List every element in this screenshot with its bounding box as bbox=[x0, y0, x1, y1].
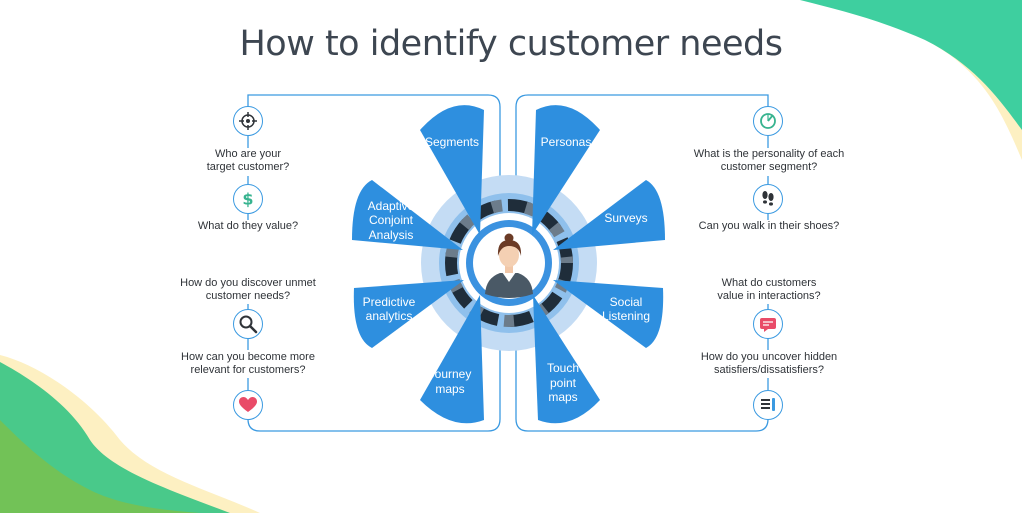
petal-touch bbox=[533, 295, 600, 424]
petal-label-predictive-1: Predictive bbox=[363, 295, 416, 309]
question-relevant-line1: How can you become more bbox=[181, 351, 315, 363]
petal-segments bbox=[420, 105, 484, 235]
question-target-line2: target customer? bbox=[206, 161, 290, 173]
petal-label-touch-1: Touch bbox=[547, 361, 579, 375]
footprints-icon bbox=[753, 184, 783, 214]
question-hidden-line2: satisfiers/dissatisfiers? bbox=[713, 364, 825, 376]
page-title: How to identify customer needs bbox=[239, 24, 783, 64]
petal-label-personas: Personas bbox=[541, 135, 592, 149]
petal-label-adaptive-2: Conjoint bbox=[369, 213, 414, 227]
petal-personas bbox=[532, 105, 600, 235]
checklist-icon bbox=[753, 390, 783, 420]
petal-social bbox=[553, 280, 664, 348]
question-unmet-line2: customer needs? bbox=[205, 290, 291, 302]
petal-label-adaptive-3: Analysis bbox=[369, 228, 414, 242]
question-interactions-line1: What do customers bbox=[721, 277, 817, 289]
question-hidden-line1: How do you uncover hidden bbox=[700, 351, 838, 363]
question-shoes: Can you walk in their shoes? bbox=[698, 220, 840, 232]
question-relevant-line2: relevant for customers? bbox=[190, 364, 306, 376]
petal-label-segments: Segments bbox=[425, 135, 479, 149]
avatar bbox=[485, 233, 533, 298]
search-icon bbox=[233, 309, 263, 339]
target-icon bbox=[233, 106, 263, 136]
petal-journey bbox=[420, 295, 484, 424]
dollar-icon: $ bbox=[233, 184, 263, 214]
right-frame bbox=[515, 94, 769, 432]
petal-surveys bbox=[553, 180, 665, 250]
petal-label-surveys: Surveys bbox=[604, 211, 647, 225]
question-relevant: How can you become more relevant for cus… bbox=[148, 351, 348, 377]
petal-label-social-1: Social bbox=[610, 295, 643, 309]
petal-predictive bbox=[353, 280, 464, 348]
question-value: What do they value? bbox=[197, 220, 299, 232]
heart-icon bbox=[233, 390, 263, 420]
question-unmet-needs: How do you discover unmet customer needs… bbox=[148, 277, 348, 303]
question-target-line1: Who are your bbox=[214, 148, 282, 160]
question-interactions: What do customers value in interactions? bbox=[669, 277, 869, 303]
chart-icon bbox=[753, 106, 783, 136]
question-personality-line1: What is the personality of each bbox=[693, 148, 845, 160]
petal-label-touch-3: maps bbox=[548, 390, 577, 404]
question-unmet-line1: How do you discover unmet bbox=[180, 277, 316, 289]
petal-label-social-2: Listening bbox=[602, 309, 650, 323]
petal-label-journey-2: maps bbox=[435, 382, 464, 396]
question-target-customer: Who are your target customer? bbox=[148, 148, 348, 174]
chat-icon bbox=[753, 309, 783, 339]
question-interactions-line2: value in interactions? bbox=[717, 290, 821, 302]
question-personality-line2: customer segment? bbox=[720, 161, 818, 173]
petal-label-journey-1: Journey bbox=[429, 367, 472, 381]
petal-label-touch-2: point bbox=[550, 376, 577, 390]
svg-text:$: $ bbox=[242, 190, 253, 209]
petal-adaptive bbox=[352, 180, 463, 250]
question-hidden: How do you uncover hidden satisfiers/dis… bbox=[669, 351, 869, 377]
petal-label-adaptive-1: Adaptive bbox=[368, 199, 415, 213]
petal-label-predictive-2: analytics bbox=[366, 309, 413, 323]
question-personality: What is the personality of each customer… bbox=[669, 148, 869, 174]
